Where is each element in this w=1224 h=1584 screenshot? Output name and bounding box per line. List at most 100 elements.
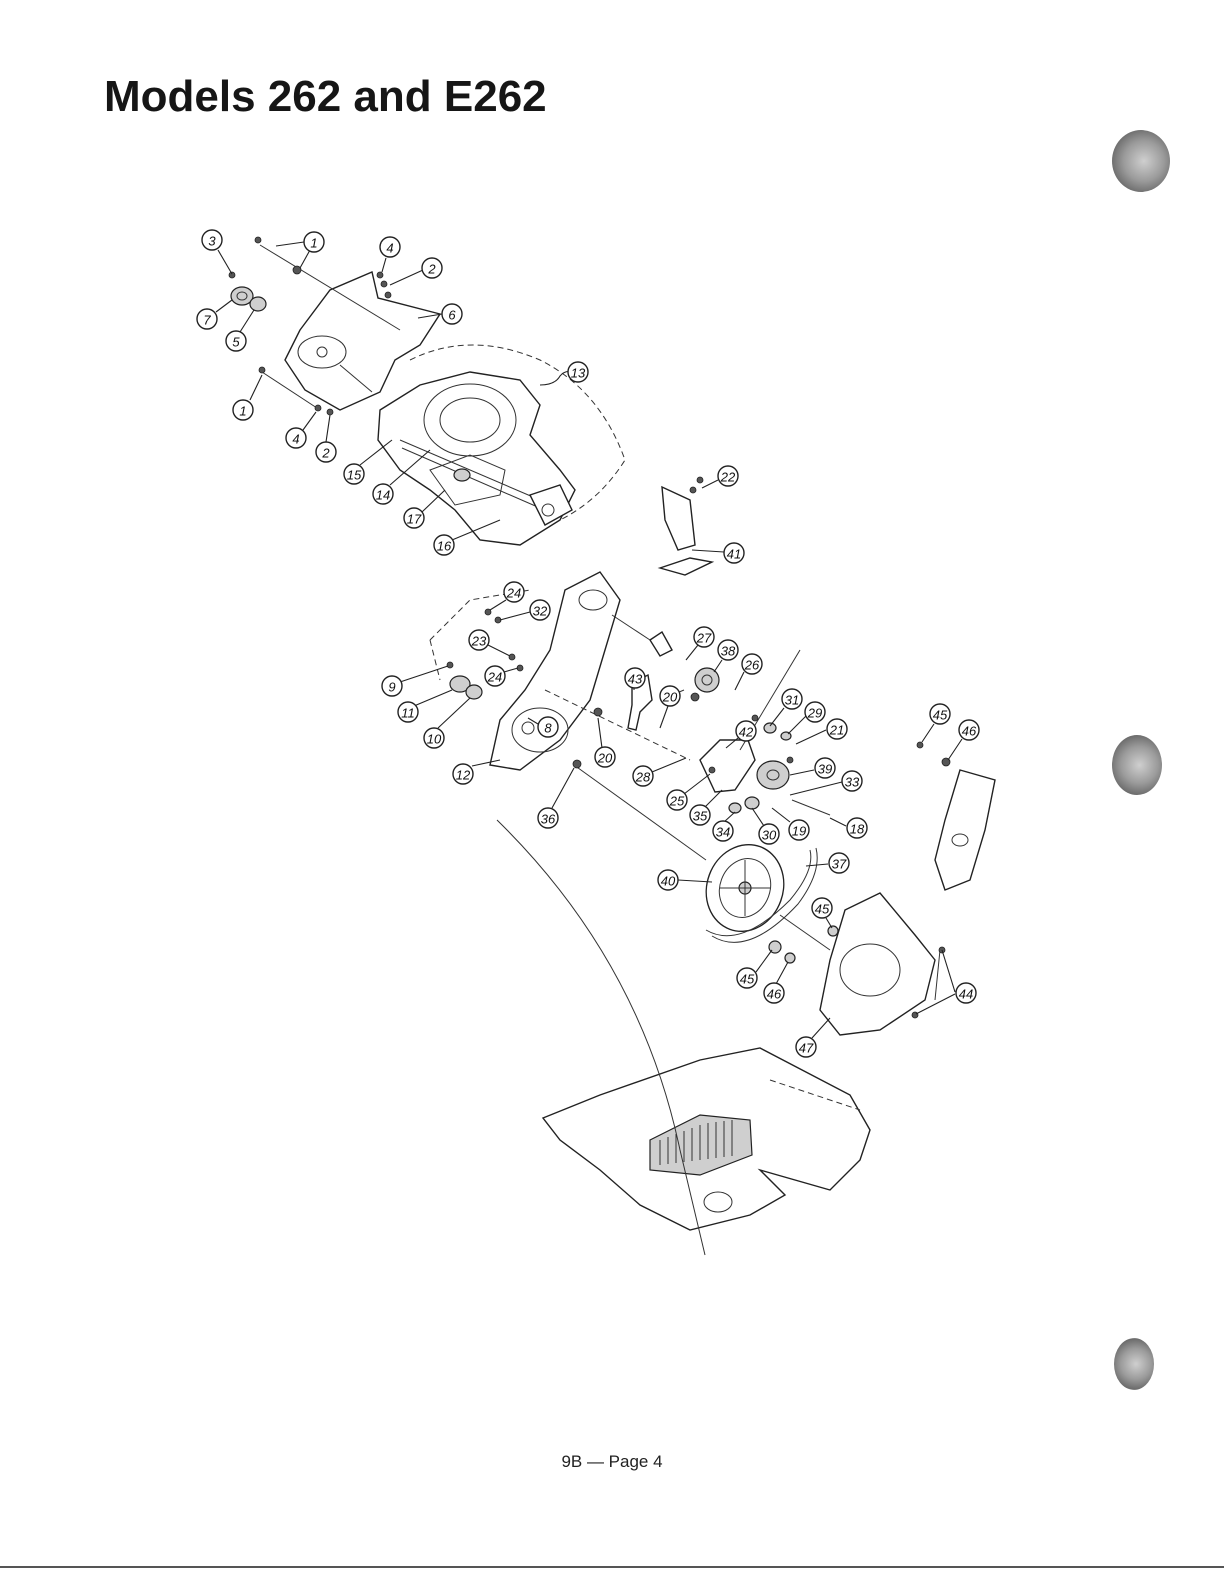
callout-label: 45 [933, 708, 948, 723]
lower-housing-frame [489, 571, 621, 771]
callout-label: 18 [850, 822, 865, 837]
callout-bubble: 3 [201, 229, 223, 251]
callout-bubble: 1 [232, 399, 254, 421]
callout-label: 32 [533, 604, 548, 619]
callout-bubble: 16 [433, 534, 455, 556]
callout-label: 46 [767, 987, 782, 1002]
callout-label: 40 [661, 874, 676, 889]
callout-label: 10 [427, 732, 442, 747]
callout-label: 43 [628, 672, 643, 687]
callout-bubble: 21 [826, 718, 848, 740]
drive-pulley-and-belt [705, 843, 818, 943]
callout-bubble: 12 [452, 763, 474, 785]
callout-bubble: 30 [758, 823, 780, 845]
callout-bubble: 9 [381, 675, 403, 697]
callout-bubble: 10 [423, 727, 445, 749]
callout-label: 45 [815, 902, 830, 917]
punch-hole-middle [1112, 735, 1162, 795]
callout-bubble: 32 [529, 599, 551, 621]
callout-bubble: 43 [624, 667, 646, 689]
callout-label: 19 [792, 824, 806, 839]
callout-bubble: 17 [403, 507, 425, 529]
callout-label: 25 [669, 794, 685, 809]
callout-label: 2 [321, 446, 330, 461]
callout-label: 20 [597, 751, 613, 766]
callout-bubble: 44 [955, 982, 977, 1004]
callout-bubble: 36 [537, 807, 559, 829]
callout-bubble: 45 [736, 967, 758, 989]
callout-label: 45 [740, 972, 755, 987]
callout-label: 31 [785, 693, 799, 708]
callout-label: 39 [818, 762, 832, 777]
callout-label: 6 [448, 308, 456, 323]
alignment-lines [259, 244, 941, 1256]
callout-label: 35 [693, 809, 708, 824]
base-frame [541, 1047, 871, 1231]
callout-bubble: 25 [666, 789, 688, 811]
callout-label: 26 [744, 658, 760, 673]
page-footer: 9B — Page 4 [561, 1452, 663, 1471]
callout-bubble: 23 [468, 629, 490, 651]
callout-bubble: 26 [741, 653, 763, 675]
callout-label: 2 [427, 262, 436, 277]
callout-bubble: 19 [788, 819, 810, 841]
callout-bubble: 24 [484, 665, 506, 687]
callout-label: 14 [376, 488, 390, 503]
callout-label: 21 [829, 723, 844, 738]
callout-bubble: 29 [804, 701, 826, 723]
callout-bubble: 14 [372, 483, 394, 505]
callout-bubble: 8 [537, 716, 559, 738]
callout-bubble: 4 [285, 427, 307, 449]
callout-bubble: 1 [303, 231, 325, 253]
callout-label: 27 [696, 631, 712, 646]
callout-bubble: 45 [929, 703, 951, 725]
callout-bubble: 41 [723, 542, 745, 564]
callout-label: 46 [962, 724, 977, 739]
callout-label: 3 [208, 234, 216, 249]
bottom-rule [0, 1566, 1224, 1568]
callout-label: 37 [832, 857, 847, 872]
callout-bubble: 31 [781, 688, 803, 710]
callout-label: 38 [721, 644, 736, 659]
callout-bubble: 40 [657, 869, 679, 891]
callout-bubble: 38 [717, 639, 739, 661]
callout-bubble: 20 [594, 746, 616, 768]
callout-label: 36 [541, 812, 556, 827]
callout-label: 33 [845, 775, 860, 790]
callout-bubble: 5 [225, 330, 247, 352]
callout-bubble: 13 [567, 361, 589, 383]
bearing-parts-lower [449, 675, 483, 700]
callout-label: 11 [401, 706, 415, 721]
callout-bubble: 33 [841, 770, 863, 792]
callout-label: 16 [437, 539, 452, 554]
callout-label: 1 [239, 404, 246, 419]
callout-bubble: 34 [712, 820, 734, 842]
callout-bubble: 42 [735, 720, 757, 742]
blower-housing [377, 344, 626, 546]
callout-bubble: 4 [379, 236, 401, 258]
callout-bubble: 6 [441, 303, 463, 325]
callouts: 1 1 2 2 3 4 4 5 6 [196, 229, 980, 1058]
callout-label: 30 [762, 828, 777, 843]
callout-bubble: 7 [196, 308, 218, 330]
callout-label: 20 [662, 690, 678, 705]
callout-label: 29 [807, 706, 822, 721]
callout-label: 15 [347, 468, 362, 483]
callout-label: 42 [739, 725, 754, 740]
callout-bubble: 20 [659, 685, 681, 707]
callout-label: 1 [310, 236, 317, 251]
callout-bubble: 2 [315, 441, 337, 463]
callout-bubble: 37 [828, 852, 850, 874]
callout-bubble: 45 [811, 897, 833, 919]
callout-label: 13 [571, 366, 586, 381]
callout-bubble: 2 [421, 257, 443, 279]
callout-label: 41 [727, 547, 741, 562]
callout-label: 12 [456, 768, 471, 783]
callout-label: 4 [292, 432, 299, 447]
callout-label: 7 [203, 313, 211, 328]
callout-label: 47 [799, 1041, 814, 1056]
callout-bubble: 46 [763, 982, 785, 1004]
callout-bubble: 39 [814, 757, 836, 779]
callout-bubble: 24 [503, 581, 525, 603]
